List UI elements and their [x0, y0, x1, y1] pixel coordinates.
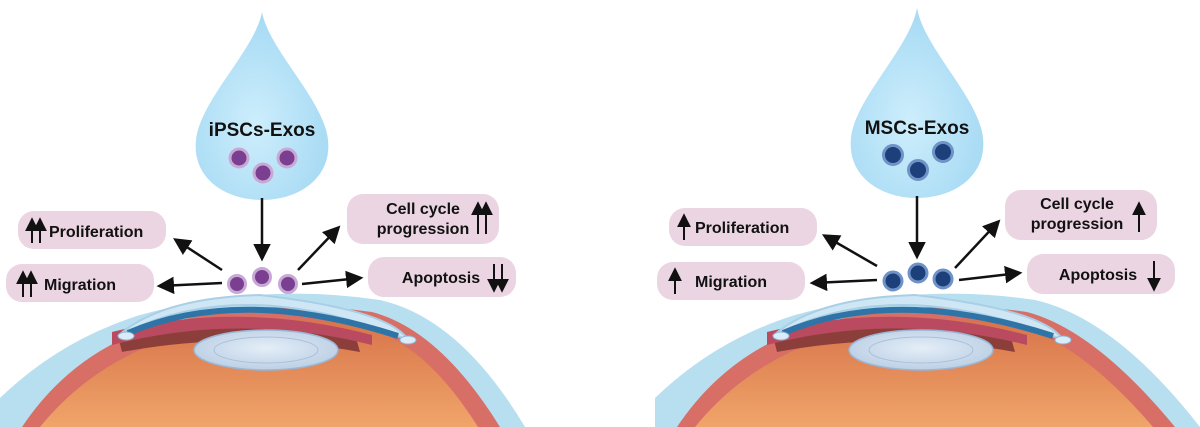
proliferation-box: Proliferation: [669, 208, 817, 246]
exosome-particle: [227, 274, 247, 294]
exosome-particle: [882, 144, 904, 166]
cell-cycle-box: Cell cycle progression: [1005, 190, 1157, 240]
exosome-particle: [252, 267, 272, 287]
apoptosis-box: Apoptosis: [368, 257, 516, 297]
up-double-arrow-icon: [16, 270, 38, 297]
proliferation-label: Proliferation: [49, 224, 143, 241]
exosome-particle: [228, 147, 250, 169]
panel-mscs-exos: MSCs-Exos Proliferation Migra: [655, 8, 1200, 427]
down-double-arrow-icon: [487, 264, 509, 293]
migration-box: Migration: [657, 262, 805, 300]
arrow-to-apoptosis: [958, 265, 1023, 284]
eye-drop: MSCs-Exos: [850, 8, 984, 198]
exosome-particle: [276, 147, 298, 169]
exosome-particle: [252, 162, 274, 184]
exosome-particle: [932, 268, 954, 290]
apoptosis-box: Apoptosis: [1027, 254, 1175, 294]
cell-cycle-box: Cell cycle progression: [347, 194, 499, 244]
exosome-particle: [932, 141, 954, 163]
proliferation-label: Proliferation: [695, 220, 789, 237]
up-double-arrow-icon: [25, 217, 47, 243]
eye-drop: iPSCs-Exos: [195, 12, 329, 200]
migration-label: Migration: [44, 277, 116, 294]
up-double-arrow-icon: [471, 201, 493, 234]
arrow-to-cell-cycle: [954, 219, 1001, 269]
drop-label: MSCs-Exos: [865, 118, 970, 139]
cell-cycle-label-line2: progression: [377, 221, 469, 238]
arrow-to-cell-cycle: [297, 225, 341, 271]
apoptosis-label: Apoptosis: [1059, 267, 1137, 284]
cell-cycle-label-line1: Cell cycle: [1040, 196, 1114, 213]
proliferation-box: Proliferation: [18, 211, 166, 249]
exosome-particle: [907, 159, 929, 181]
exosome-particle: [278, 274, 298, 294]
arrow-to-migration: [156, 276, 223, 295]
panel-ipscs-exos: iPSCs-Exos Proliferation: [0, 12, 525, 427]
exosome-particle: [882, 270, 904, 292]
arrow-to-proliferation: [821, 234, 878, 268]
exosome-particle: [907, 262, 929, 284]
arrow-to-proliferation: [173, 238, 223, 272]
eye-illustration: [0, 293, 525, 427]
drop-label: iPSCs-Exos: [209, 120, 316, 141]
cell-cycle-label-line1: Cell cycle: [386, 201, 460, 218]
migration-box: Migration: [6, 264, 154, 302]
arrow-to-migration: [809, 273, 878, 292]
eye-illustration: [655, 293, 1200, 427]
apoptosis-label: Apoptosis: [402, 270, 480, 287]
arrow-to-apoptosis: [301, 270, 364, 289]
migration-label: Migration: [695, 274, 767, 291]
cell-cycle-label-line2: progression: [1031, 216, 1123, 233]
